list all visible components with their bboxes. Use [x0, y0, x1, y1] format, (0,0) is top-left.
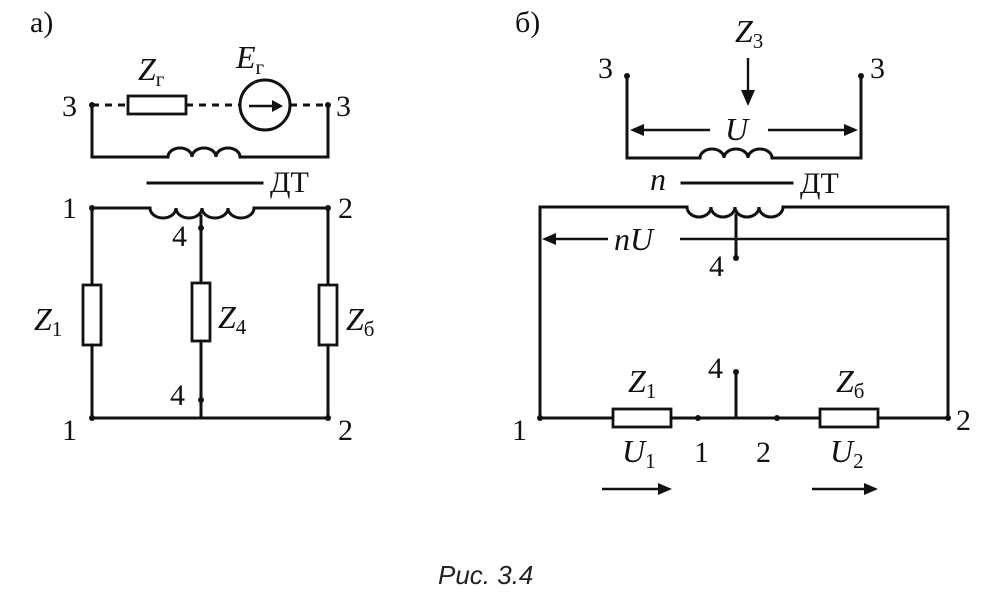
label-n: n — [650, 161, 666, 197]
u1-arrow-head — [658, 483, 672, 495]
node-label-3-left: 3 — [62, 90, 77, 123]
node-label-3-right: 3 — [870, 52, 885, 85]
label-z1: Z1 — [628, 363, 656, 403]
node-label-4-top: 4 — [709, 250, 724, 283]
label-z3: Z3 — [735, 13, 763, 53]
resistor-z6 — [317, 283, 339, 347]
node-label-2-top: 2 — [338, 192, 353, 225]
secondary-coil — [685, 206, 785, 219]
panel-a-label: а) — [30, 6, 53, 39]
resistor-zg — [126, 94, 188, 116]
label-nu: nU — [614, 221, 655, 257]
node-label-3-right: 3 — [336, 90, 351, 123]
winding-wire — [770, 74, 863, 160]
node-label-3-left: 3 — [598, 52, 613, 85]
u-arrow-head-right — [844, 124, 858, 136]
label-u: U — [725, 111, 750, 147]
label-z6: Zб — [836, 363, 864, 403]
source-arrow-head — [272, 100, 283, 112]
transformer-label: ДТ — [800, 167, 839, 200]
node-4-bottom — [733, 369, 739, 375]
node-label-4-top: 4 — [172, 220, 187, 253]
label-z1: Z1 — [34, 301, 62, 341]
panel-b-label: б) — [515, 6, 540, 39]
node-label-1-top: 1 — [62, 192, 77, 225]
transformer-label: ДТ — [270, 166, 309, 199]
u2-arrow-head — [864, 483, 878, 495]
node-label-1-bottom: 1 — [62, 414, 77, 447]
node-4-top — [198, 225, 204, 231]
panel-b: б) Z3 3 3 U n ДТ nU — [512, 6, 971, 495]
node-label-1-left: 1 — [512, 414, 527, 447]
node-label-2-bottom: 2 — [338, 414, 353, 447]
primary-coil — [698, 147, 774, 159]
node-1-left — [537, 415, 543, 421]
winding-wire — [90, 103, 170, 159]
winding-wire — [625, 74, 702, 160]
node-label-2-right: 2 — [956, 404, 971, 437]
node-label-4-bottom: 4 — [170, 379, 185, 412]
resistor-z4 — [190, 281, 212, 343]
resistor-z1 — [611, 407, 673, 429]
node-2-bottom — [325, 415, 331, 421]
z3-arrow-head — [741, 90, 755, 106]
node-label-2-mid: 2 — [756, 436, 771, 469]
node-2-right — [945, 415, 951, 421]
wire — [781, 205, 950, 420]
winding-wire — [238, 103, 330, 159]
u-arrow-head-left — [630, 124, 644, 136]
label-u1: U1 — [622, 433, 656, 473]
node-label-1-mid: 1 — [694, 436, 709, 469]
resistor-z6 — [818, 407, 880, 429]
node-label-4-bottom: 4 — [708, 352, 723, 385]
node-4-top — [733, 255, 739, 261]
resistor-z1 — [81, 283, 103, 347]
wire — [538, 205, 689, 420]
label-z4: Z4 — [218, 299, 247, 339]
secondary-coil — [148, 207, 256, 220]
panel-a: а) Zг Eг 3 3 ДТ 1 2 Z1 — [30, 6, 374, 447]
label-u2: U2 — [830, 433, 864, 473]
node-2-mid — [774, 415, 780, 421]
figure-caption: Рис. 3.4 — [438, 560, 533, 590]
node-1-mid — [695, 415, 701, 421]
nu-arrow-head — [542, 233, 556, 245]
label-zg: Zг — [138, 51, 165, 91]
node-1-bottom — [89, 415, 95, 421]
label-z6: Zб — [346, 301, 374, 341]
primary-coil — [166, 146, 242, 158]
label-eg: Eг — [235, 39, 265, 79]
node-4-bottom — [198, 397, 204, 403]
